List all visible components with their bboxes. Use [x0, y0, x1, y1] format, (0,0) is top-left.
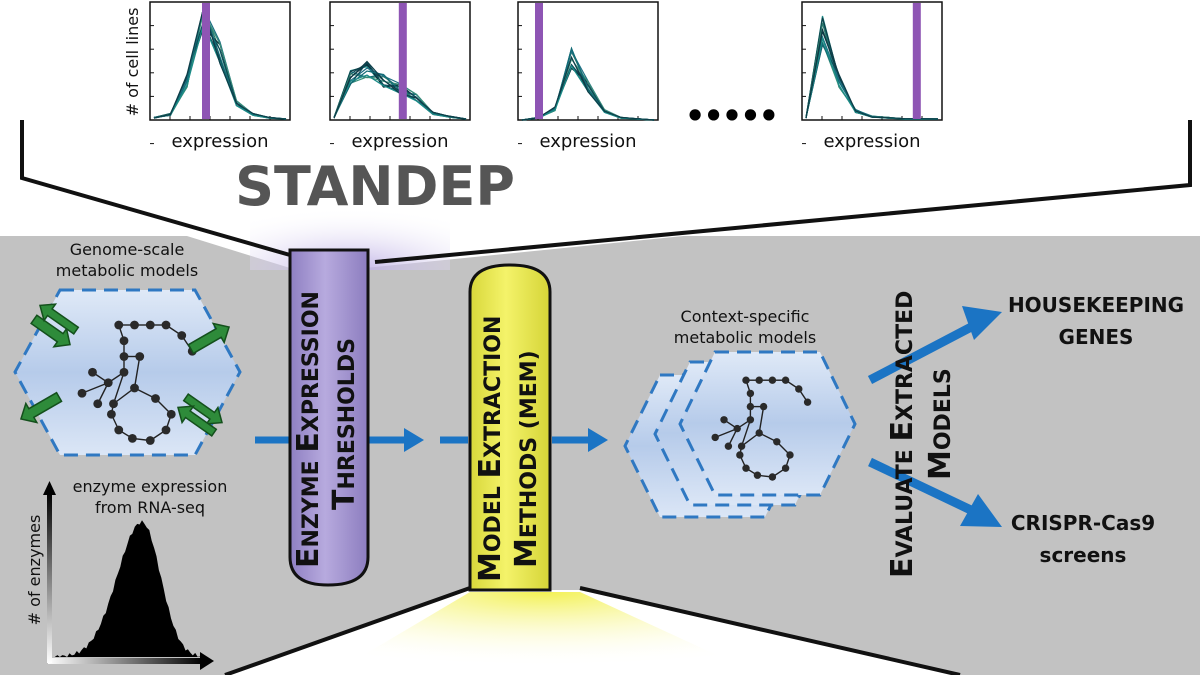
housekeeping-line1: HOUSEKEEPING	[1008, 293, 1184, 317]
context-network-graph	[711, 376, 812, 481]
gsm-network-graph	[77, 320, 197, 445]
mem-text-line1: MODEL EXTRACTION	[473, 316, 508, 582]
histogram-row: expression expression expression expression	[149, 1, 943, 152]
thresholds-text-line2: THRESHOLDS	[327, 338, 362, 510]
rna-label-line2: from RNA-seq	[95, 498, 205, 517]
threshold-bar	[398, 3, 407, 119]
rna-histogram	[43, 481, 214, 670]
hist-y-label: # of cell lines	[123, 8, 142, 117]
hist-x-label: expression	[823, 131, 920, 152]
mem-pillar: MODEL EXTRACTION METHODS (MEM)	[468, 263, 552, 592]
standep-title: STANDEP	[235, 155, 515, 218]
threshold-bar	[535, 3, 543, 119]
threshold-bar	[912, 3, 921, 119]
crispr-line2: screens	[1040, 543, 1127, 567]
thresholds-text-line1: ENZYME EXPRESSION	[291, 291, 326, 568]
histogram-panel-2: expression	[329, 1, 471, 152]
context-hexagons	[623, 350, 857, 519]
threshold-bar	[202, 3, 210, 119]
crispr-line1: CRISPR-Cas9	[1011, 511, 1155, 535]
funnel-bracket	[20, 120, 291, 257]
hist-x-label: expression	[351, 131, 448, 152]
thresholds-pillar: ENZYME EXPRESSION THRESHOLDS	[288, 248, 370, 587]
mem-text-line2: METHODS (MEM)	[509, 350, 544, 568]
context-label-line1: Context-specific	[681, 307, 810, 326]
rna-label-line1: enzyme expression	[73, 477, 228, 496]
green-arrows	[19, 303, 231, 437]
flow-arrows	[255, 306, 1002, 527]
histogram-panel-1: expression	[149, 1, 291, 152]
ellipsis: •••••	[685, 97, 777, 135]
gsm-label-line2: metabolic models	[56, 261, 198, 280]
histogram-panel-3: expression	[517, 1, 659, 152]
evaluate-text-line2: MODELS	[923, 368, 958, 480]
hist-x-label: expression	[539, 131, 636, 152]
gsm-label-line1: Genome-scale	[70, 240, 185, 259]
evaluate-text-line1: EVALUATE EXTRACTED	[885, 291, 920, 578]
context-label-line2: metabolic models	[674, 328, 816, 347]
histogram-panel-4: expression	[801, 1, 943, 152]
housekeeping-line2: GENES	[1059, 325, 1134, 349]
rna-y-label: # of enzymes	[25, 515, 44, 626]
hist-x-label: expression	[171, 131, 268, 152]
